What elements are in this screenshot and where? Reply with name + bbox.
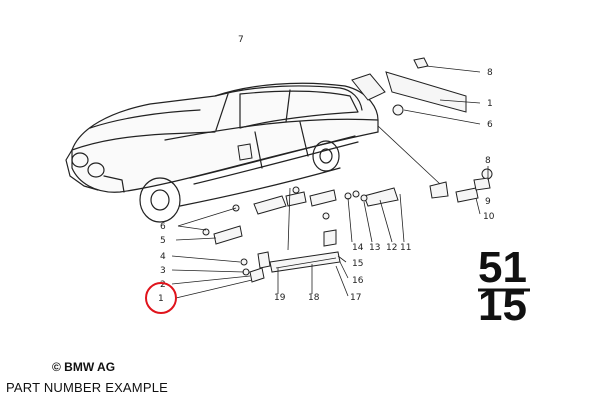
section-code: 51 15 — [478, 243, 530, 330]
callout-17: 17 — [350, 293, 361, 303]
callouts: 7 8 1 6 8 9 10 11 12 13 14 15 16 17 18 1… — [158, 35, 495, 304]
callout-18: 18 — [308, 293, 320, 303]
callout-1-top: 1 — [487, 99, 493, 109]
rear-trim-group — [351, 57, 481, 125]
callout-4: 4 — [160, 252, 166, 262]
lower-clip-parts — [171, 143, 349, 299]
clip-8-right — [481, 168, 493, 180]
callout-3: 3 — [160, 266, 166, 276]
part-number-caption: PART NUMBER EXAMPLE — [6, 380, 169, 395]
callout-1-left: 1 — [158, 294, 164, 304]
callout-13: 13 — [369, 243, 380, 253]
callout-19: 19 — [274, 293, 286, 303]
car-illustration — [65, 82, 379, 223]
callout-2: 2 — [160, 280, 166, 290]
right-clip-cluster — [309, 125, 493, 247]
sill-moulding — [269, 251, 341, 273]
callout-8-top: 8 — [487, 68, 493, 78]
callout-15: 15 — [352, 259, 363, 269]
callout-6-left: 6 — [160, 222, 166, 232]
callout-16: 16 — [352, 276, 364, 286]
callout-14: 14 — [352, 243, 364, 253]
callout-11: 11 — [400, 243, 411, 253]
highlight-circle — [145, 282, 177, 314]
callout-6-top: 6 — [487, 120, 493, 130]
callout-7: 7 — [238, 35, 244, 45]
trim-clip-6 — [392, 104, 404, 116]
callout-12: 12 — [386, 243, 397, 253]
section-minor: 15 — [478, 281, 527, 330]
trim-clip-8-top — [413, 57, 429, 69]
callout-5: 5 — [160, 236, 166, 246]
section-major: 51 — [478, 243, 527, 292]
rear-trim-panel — [351, 73, 386, 101]
callout-9: 9 — [485, 197, 491, 207]
callout-10: 10 — [483, 212, 495, 222]
callout-8-right: 8 — [485, 156, 491, 166]
copyright-text: © BMW AG — [52, 360, 116, 374]
rear-trim-strip — [385, 71, 467, 113]
